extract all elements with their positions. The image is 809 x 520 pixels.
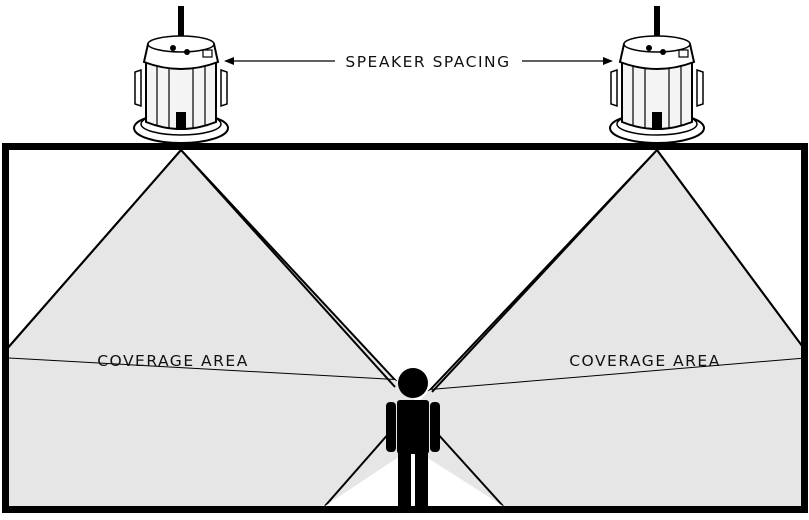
spacing-arrow-left — [224, 57, 335, 65]
speaker-left-ribs — [156, 62, 206, 129]
speaker-left-pole — [178, 6, 184, 38]
speaker-left-terminal-1 — [170, 45, 176, 51]
speaker-left-bracket — [176, 112, 186, 130]
person-right-arm — [430, 402, 440, 452]
person-head — [398, 368, 428, 398]
speaker-right-tab — [678, 49, 689, 58]
speaker-right-bracket — [652, 112, 662, 130]
speaker-right-ribs — [632, 62, 682, 129]
room-wall — [2, 143, 808, 513]
person-left-arm — [386, 402, 396, 452]
speaker-left-clamps — [134, 68, 228, 108]
cone-edge-left-lower — [435, 431, 504, 506]
cone-edge-right-lower — [324, 431, 391, 506]
speaker-left-tab — [202, 49, 213, 58]
uncovered-floor-zone — [325, 448, 503, 506]
cone-edge-right-outer — [656, 150, 801, 347]
coverage-area-right-label: COVERAGE AREA — [569, 352, 721, 370]
speaker-right-terminal-1 — [646, 45, 652, 51]
person-left-leg — [398, 452, 411, 508]
speaker-spacing-label: SPEAKER SPACING — [345, 53, 510, 71]
speaker-right — [609, 6, 705, 144]
coverage-area-left-label: COVERAGE AREA — [97, 352, 249, 370]
cone-edge-left-outer — [9, 150, 182, 349]
person-figure — [386, 368, 440, 508]
speaker-right-terminal-2 — [660, 49, 666, 55]
speaker-left — [133, 6, 229, 144]
speaker-right-clamps — [610, 68, 704, 108]
person-right-leg — [415, 452, 428, 508]
speaker-left-cap — [147, 35, 215, 53]
speaker-right-pole — [654, 6, 660, 38]
cone-edge-left-inner — [180, 150, 396, 388]
speaker-left-terminal-2 — [184, 49, 190, 55]
spacing-arrow-right — [522, 57, 613, 65]
speaker-right-cap — [623, 35, 691, 53]
cone-edge-right-inner — [431, 150, 658, 393]
person-torso — [397, 400, 429, 454]
